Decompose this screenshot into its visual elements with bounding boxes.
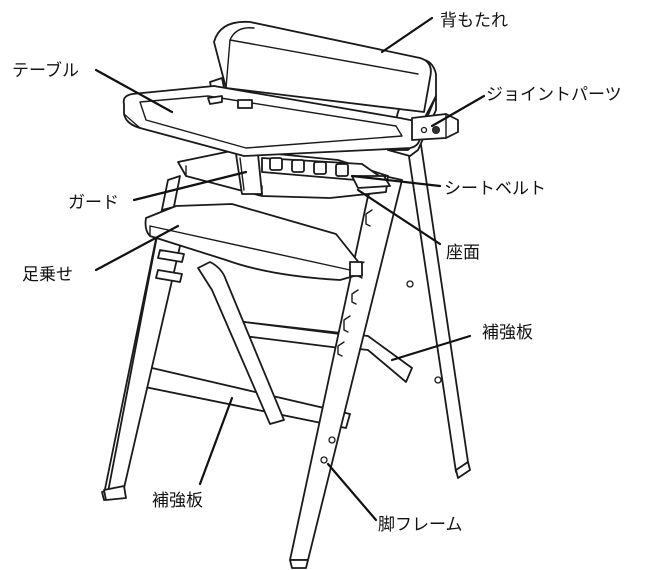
leader-seat-belt: [350, 174, 442, 188]
leader-joint-parts: [430, 94, 486, 128]
leader-leg-frame: [326, 462, 378, 522]
leader-reinforcement-lower: [198, 396, 234, 486]
label-seat: 座面: [446, 243, 480, 263]
leader-guard: [132, 170, 248, 202]
label-footrest: 足乗せ: [22, 265, 73, 285]
footrest: [144, 203, 363, 281]
backrest: [213, 20, 432, 113]
label-backrest: 背もたれ: [440, 11, 508, 31]
label-seat-belt: シートベルト: [444, 179, 546, 199]
leader-reinforcement-upper: [390, 334, 472, 362]
leader-backrest: [380, 16, 434, 54]
table: [122, 85, 421, 157]
leader-seat: [356, 188, 442, 246]
leader-footrest: [94, 224, 180, 272]
label-reinforcement-lower: 補強板: [152, 491, 203, 511]
callout-labels: 背もたれ テーブル ジョイントパーツ ガード シートベルト 座面 足乗せ 補強板…: [12, 11, 622, 535]
label-guard: ガード: [68, 193, 119, 213]
label-reinforcement-upper: 補強板: [482, 323, 533, 343]
label-joint-parts: ジョイントパーツ: [486, 85, 622, 105]
leader-table: [94, 68, 174, 114]
leader-lines: [94, 16, 486, 522]
label-leg-frame: 脚フレーム: [378, 515, 463, 535]
label-table: テーブル: [12, 60, 79, 81]
joint-parts: [411, 113, 459, 141]
front-leg-frame: [103, 175, 403, 569]
seat-belt: [261, 157, 391, 189]
